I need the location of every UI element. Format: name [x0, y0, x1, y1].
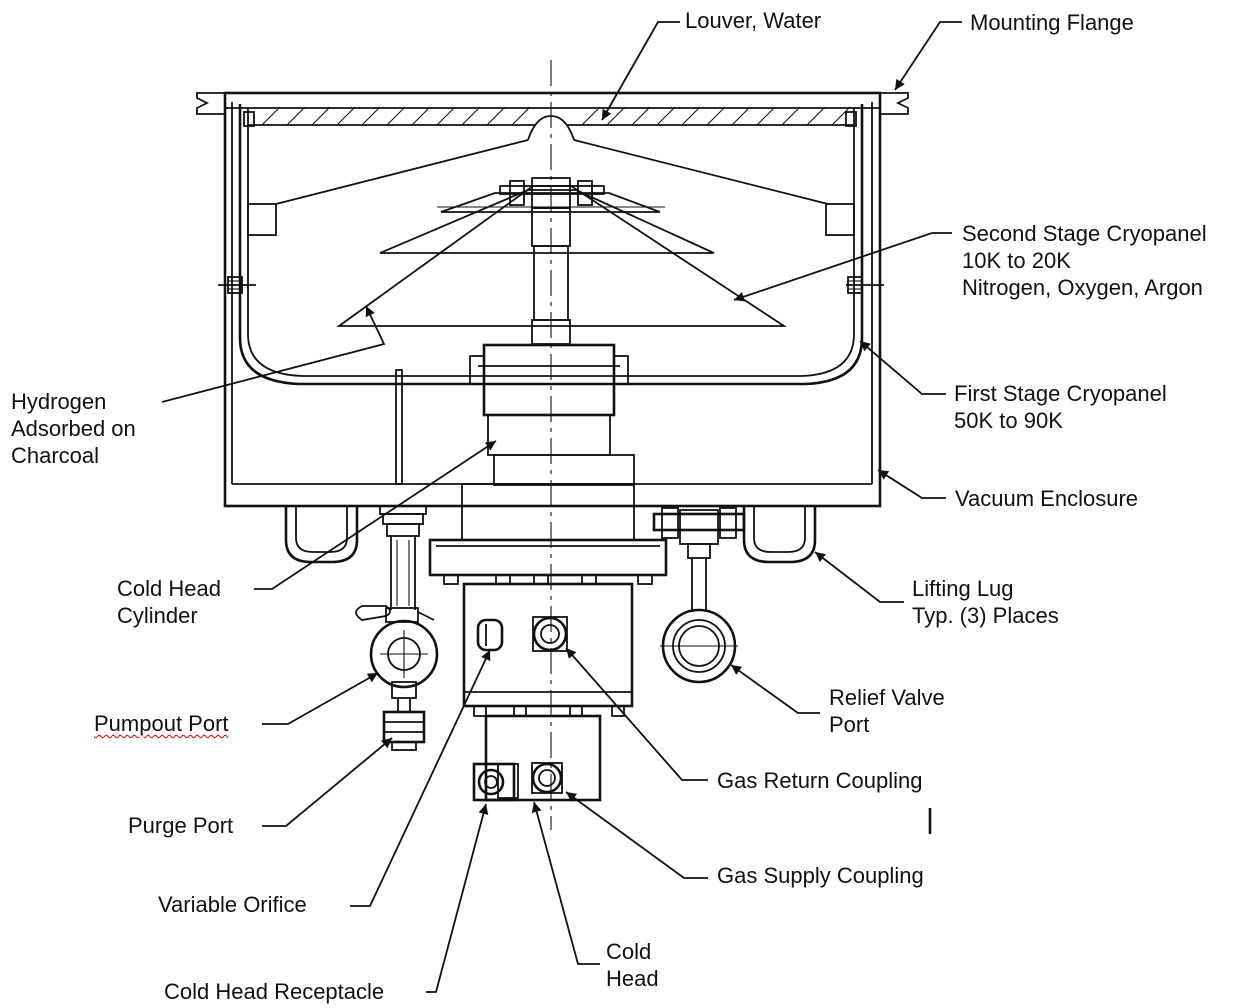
gas-supply-coupling [531, 762, 563, 794]
label-first-stage-cryopanel: First Stage Cryopanel 50K to 90K [954, 380, 1167, 434]
leader-hydrogen [161, 305, 386, 403]
label-relief-valve-line2: Port [829, 712, 870, 737]
label-vacuum-enclosure: Vacuum Enclosure [955, 486, 1139, 511]
label-gas-supply-coupling: Gas Supply Coupling [717, 863, 924, 888]
leader-first-stage [859, 340, 946, 395]
label-cold-head-receptacle: Cold Head Receptacle [164, 979, 385, 1004]
label-first-stage-line1: First Stage Cryopanel [954, 381, 1167, 406]
side-bolt-right [846, 276, 884, 294]
leader-cold-head-receptacle [426, 803, 489, 993]
leader-gas-supply [565, 791, 708, 879]
cold-head-receptacle [472, 762, 519, 802]
label-pumpout-port: Pumpout Port [94, 711, 229, 736]
pumpout-port [355, 505, 439, 712]
leader-mounting-flange [894, 21, 962, 91]
leader-purge-port [262, 737, 393, 827]
leader-louver [601, 21, 680, 121]
mounting-flange [196, 92, 909, 115]
label-gas-return-coupling: Gas Return Coupling [717, 768, 923, 793]
label-mounting-flange: Mounting Flange [970, 10, 1134, 35]
label-second-stage-cryopanel: Second Stage Cryopanel 10K to 20K Nitrog… [962, 220, 1207, 301]
leader-gas-return [565, 647, 708, 781]
leader-lifting-lug [814, 551, 904, 603]
gas-return-coupling [532, 616, 568, 652]
label-relief-valve-line1: Relief Valve [829, 685, 945, 710]
label-variable-orifice: Variable Orifice [158, 892, 307, 917]
label-second-stage-line1: Second Stage Cryopanel [962, 221, 1207, 246]
leader-second-stage [733, 232, 952, 302]
lifting-lug-right [742, 506, 817, 564]
label-relief-valve-port: Relief Valve Port [829, 684, 945, 738]
leader-cold-head-cylinder [254, 440, 497, 590]
internal-rod [395, 369, 403, 485]
leader-cold-head [531, 801, 600, 965]
cold-head-cylinder [428, 343, 668, 802]
leader-variable-orifice [350, 649, 491, 907]
lifting-lug-left [284, 506, 359, 564]
label-hydrogen: Hydrogen Adsorbed on Charcoal [11, 388, 136, 469]
second-stage-cryopanel [336, 177, 788, 345]
label-hydrogen-line3: Charcoal [11, 443, 100, 468]
label-second-stage-line3: Nitrogen, Oxygen, Argon [962, 275, 1203, 300]
label-cold-head-cylinder: Cold Head Cylinder [117, 575, 221, 629]
label-second-stage-line2: 10K to 20K [962, 248, 1071, 273]
leader-relief-valve [730, 664, 820, 714]
variable-orifice [476, 618, 504, 652]
label-lifting-lug: Lifting Lug Typ. (3) Places [912, 575, 1059, 629]
label-cold-head-cylinder-line1: Cold Head [117, 576, 221, 601]
relief-valve-port [652, 507, 746, 684]
purge-port [382, 710, 426, 751]
vacuum-enclosure [223, 91, 882, 508]
label-hydrogen-line1: Hydrogen [11, 389, 107, 414]
label-louver-water: Louver, Water [685, 8, 822, 33]
label-cold-head-line2: Head [606, 966, 659, 991]
label-cold-head-cylinder-line2: Cylinder [117, 603, 198, 628]
louver [243, 106, 857, 236]
side-bolt-left [218, 276, 256, 294]
label-lifting-lug-line1: Lifting Lug [912, 576, 1014, 601]
label-lifting-lug-line2: Typ. (3) Places [912, 603, 1059, 628]
leader-vacuum-enclosure [877, 469, 946, 499]
label-first-stage-line2: 50K to 90K [954, 408, 1063, 433]
label-cold-head-line1: Cold [606, 939, 652, 964]
leader-pumpout-port [262, 672, 379, 725]
label-hydrogen-line2: Adsorbed on [11, 416, 136, 441]
label-cold-head: Cold Head [606, 938, 659, 992]
label-purge-port: Purge Port [128, 813, 234, 838]
leader-lines [161, 21, 962, 993]
